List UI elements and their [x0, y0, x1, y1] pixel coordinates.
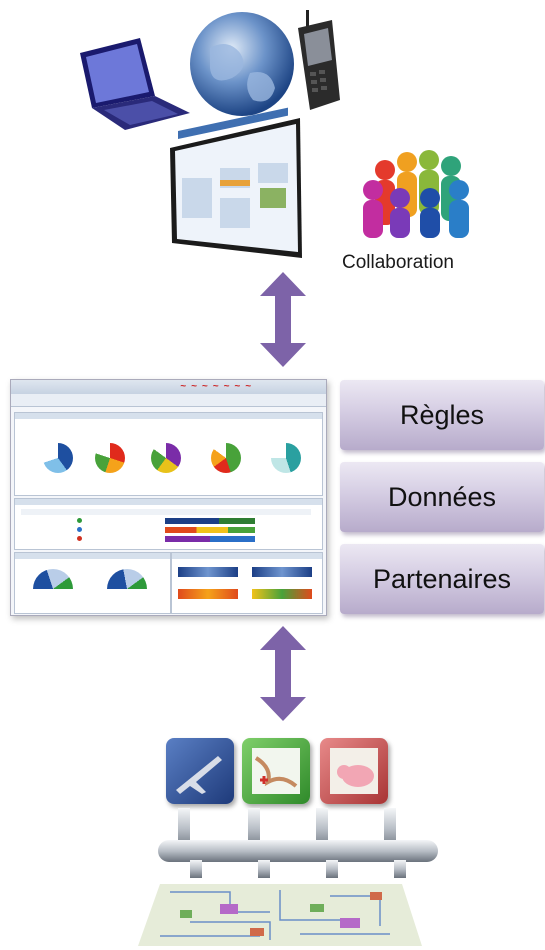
collaboration-label: Collaboration: [342, 252, 454, 273]
pill-regles: Règles: [340, 380, 544, 450]
dashboard-screenshot: ~~~~~~~: [10, 379, 327, 616]
pill-partenaires: Partenaires: [340, 544, 544, 614]
bottom-gauges-panel: [14, 552, 171, 614]
gauge-5: [271, 443, 301, 473]
cube-airplane-icon: [166, 738, 234, 804]
dashboard-tabs: [11, 394, 326, 407]
cube-medical-icon: [242, 738, 310, 804]
globe-icon: [190, 12, 294, 116]
gauge-1: [43, 443, 73, 473]
pipeline-bus-icon: [158, 808, 438, 878]
laptop-icon: [80, 38, 190, 130]
mobile-phone-icon: [298, 10, 340, 110]
double-arrow-top: [260, 272, 306, 367]
status-table-panel: [14, 498, 323, 550]
circuit-board-icon: [138, 884, 422, 946]
gauge-2: [95, 443, 125, 473]
pill-donnees: Données: [340, 462, 544, 532]
cube-pig-icon: [320, 738, 388, 804]
dashboard-brand-logo: ~~~~~~~: [180, 381, 256, 392]
devices-illustration: [80, 10, 340, 258]
bottom-bars-panel: [171, 552, 323, 614]
double-arrow-bottom: [260, 626, 306, 721]
gauge-3: [151, 443, 181, 473]
monitor-screen-icon: [170, 107, 302, 258]
people-circle-icon: [363, 150, 469, 238]
gauges-panel: [14, 412, 323, 496]
gauge-4: [211, 443, 241, 473]
dashboard-titlebar: [11, 380, 326, 394]
